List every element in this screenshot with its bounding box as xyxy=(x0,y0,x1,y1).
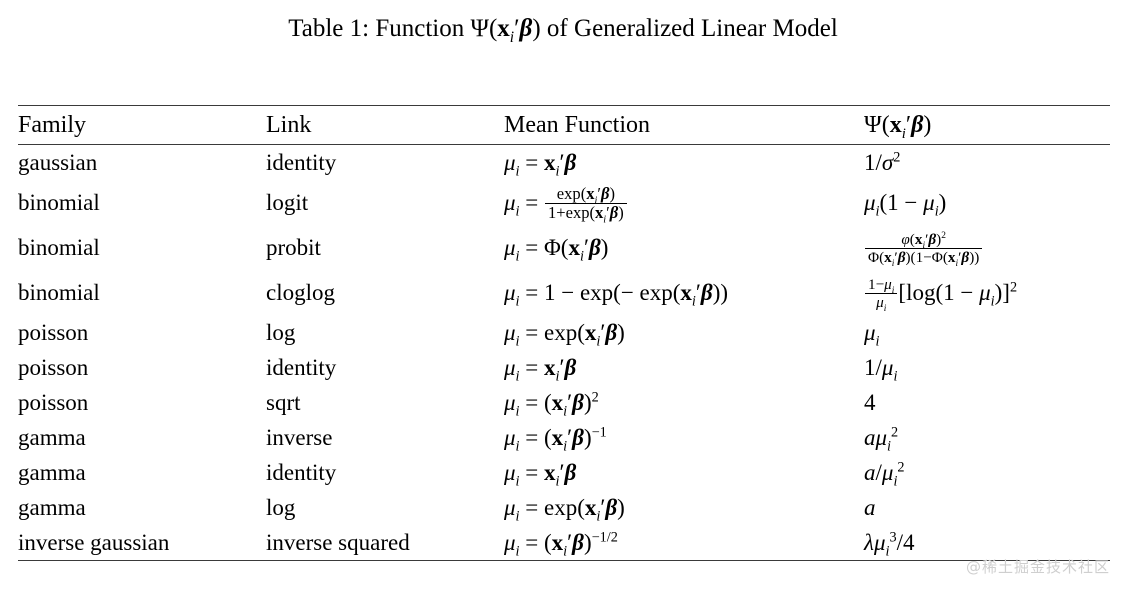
cell-psi: a/μi2 xyxy=(864,459,905,490)
fraction: φ(xi′β)2 Φ(xi′β)(1−Φ(xi′β)) xyxy=(865,231,983,269)
cell-mean-function: μi = Φ(xi′β) xyxy=(504,235,609,265)
fraction: exp(xi′β) 1+exp(xi′β) xyxy=(545,184,627,225)
cell-mean-function: μi = exp(xi′β) xyxy=(504,495,625,525)
cell-mean-function: μi = 1 − exp(− exp(xi′β)) xyxy=(504,280,729,310)
cell-family: poisson xyxy=(18,355,89,380)
cell-link: sqrt xyxy=(266,390,301,415)
cell-psi: a xyxy=(864,495,876,520)
cell-psi: 1−μi μi [log(1 − μi)]2 xyxy=(864,270,1110,315)
table-row: inverse gaussian inverse squared μi = (x… xyxy=(18,525,1110,560)
cell-link: inverse xyxy=(266,425,333,450)
table-row: poisson identity μi = xi′β 1/μi xyxy=(18,350,1110,385)
cell-link: logit xyxy=(266,190,309,215)
cell-psi: λμi3/4 xyxy=(864,529,915,560)
cell-family: gamma xyxy=(18,495,86,520)
cell-link: log xyxy=(266,320,296,345)
cell-family: gamma xyxy=(18,460,86,485)
caption-text: Table 1: Function Ψ(xi′β) of Generalized… xyxy=(288,15,838,46)
column-header-family: Family xyxy=(18,112,87,138)
table-row: binomial probit μi = Φ(xi′β) φ(xi′β)2 Φ(… xyxy=(18,225,1110,270)
cell-family: poisson xyxy=(18,390,89,415)
column-header-psi: Ψ(xi′β) xyxy=(864,112,932,142)
table-bottom-rule xyxy=(18,560,1110,561)
cell-link: log xyxy=(266,495,296,520)
cell-family: binomial xyxy=(18,280,100,305)
cell-psi: aμi2 xyxy=(864,424,899,455)
cell-family: gaussian xyxy=(18,150,98,175)
cell-psi: μi(1 − μi) xyxy=(864,190,947,220)
cell-psi: φ(xi′β)2 Φ(xi′β)(1−Φ(xi′β)) xyxy=(864,225,1110,270)
cell-mean-function: μi = exp(xi′β) 1+exp(xi′β) xyxy=(504,180,864,225)
table-row: binomial logit μi = exp(xi′β) 1+exp(xi′β… xyxy=(18,180,1110,225)
cell-psi: 1/μi xyxy=(864,355,898,385)
watermark: @稀土掘金技术社区 xyxy=(965,558,1110,576)
table-row: gamma inverse μi = (xi′β)−1 aμi2 xyxy=(18,420,1110,455)
cell-mean-function: μi = (xi′β)2 xyxy=(504,389,599,420)
cell-link: probit xyxy=(266,235,321,260)
cell-family: inverse gaussian xyxy=(18,530,170,555)
table-top-rule xyxy=(18,105,1110,106)
cell-mean-function: μi = xi′β xyxy=(504,460,577,490)
cell-mean-function: μi = (xi′β)−1/2 xyxy=(504,529,618,560)
table-row: gaussian identity μi = xi′β 1/σ2 xyxy=(18,145,1110,180)
cell-family: binomial xyxy=(18,190,100,215)
table-caption: Table 1: Function Ψ(xi′β) of Generalized… xyxy=(0,12,1126,46)
column-header-link: Link xyxy=(266,112,312,138)
glm-table: Family Link Mean Function Ψ(xi′β) gaussi… xyxy=(18,105,1110,561)
cell-family: poisson xyxy=(18,320,89,345)
table-row: poisson log μi = exp(xi′β) μi xyxy=(18,315,1110,350)
cell-link: identity xyxy=(266,150,337,175)
table-row: poisson sqrt μi = (xi′β)2 4 xyxy=(18,385,1110,420)
cell-mean-function: μi = exp(xi′β) xyxy=(504,320,625,350)
cell-link: identity xyxy=(266,460,337,485)
table-header-rule xyxy=(18,144,1110,145)
column-header-mean-function: Mean Function xyxy=(504,112,650,138)
cell-family: binomial xyxy=(18,235,100,260)
table-header-row: Family Link Mean Function Ψ(xi′β) xyxy=(18,106,1110,144)
fraction: 1−μi μi xyxy=(865,276,898,314)
table-row: binomial cloglog μi = 1 − exp(− exp(xi′β… xyxy=(18,270,1110,315)
cell-mean-function: μi = (xi′β)−1 xyxy=(504,424,607,455)
cell-family: gamma xyxy=(18,425,86,450)
cell-link: cloglog xyxy=(266,280,335,305)
cell-psi: μi xyxy=(864,320,880,350)
cell-link: inverse squared xyxy=(266,530,410,555)
cell-psi: 4 xyxy=(864,390,876,415)
cell-link: identity xyxy=(266,355,337,380)
table-row: gamma log μi = exp(xi′β) a xyxy=(18,490,1110,525)
cell-psi: 1/σ2 xyxy=(864,149,901,175)
cell-mean-function: μi = xi′β xyxy=(504,355,577,385)
cell-mean-function: μi = xi′β xyxy=(504,150,577,180)
table-row: gamma identity μi = xi′β a/μi2 xyxy=(18,455,1110,490)
